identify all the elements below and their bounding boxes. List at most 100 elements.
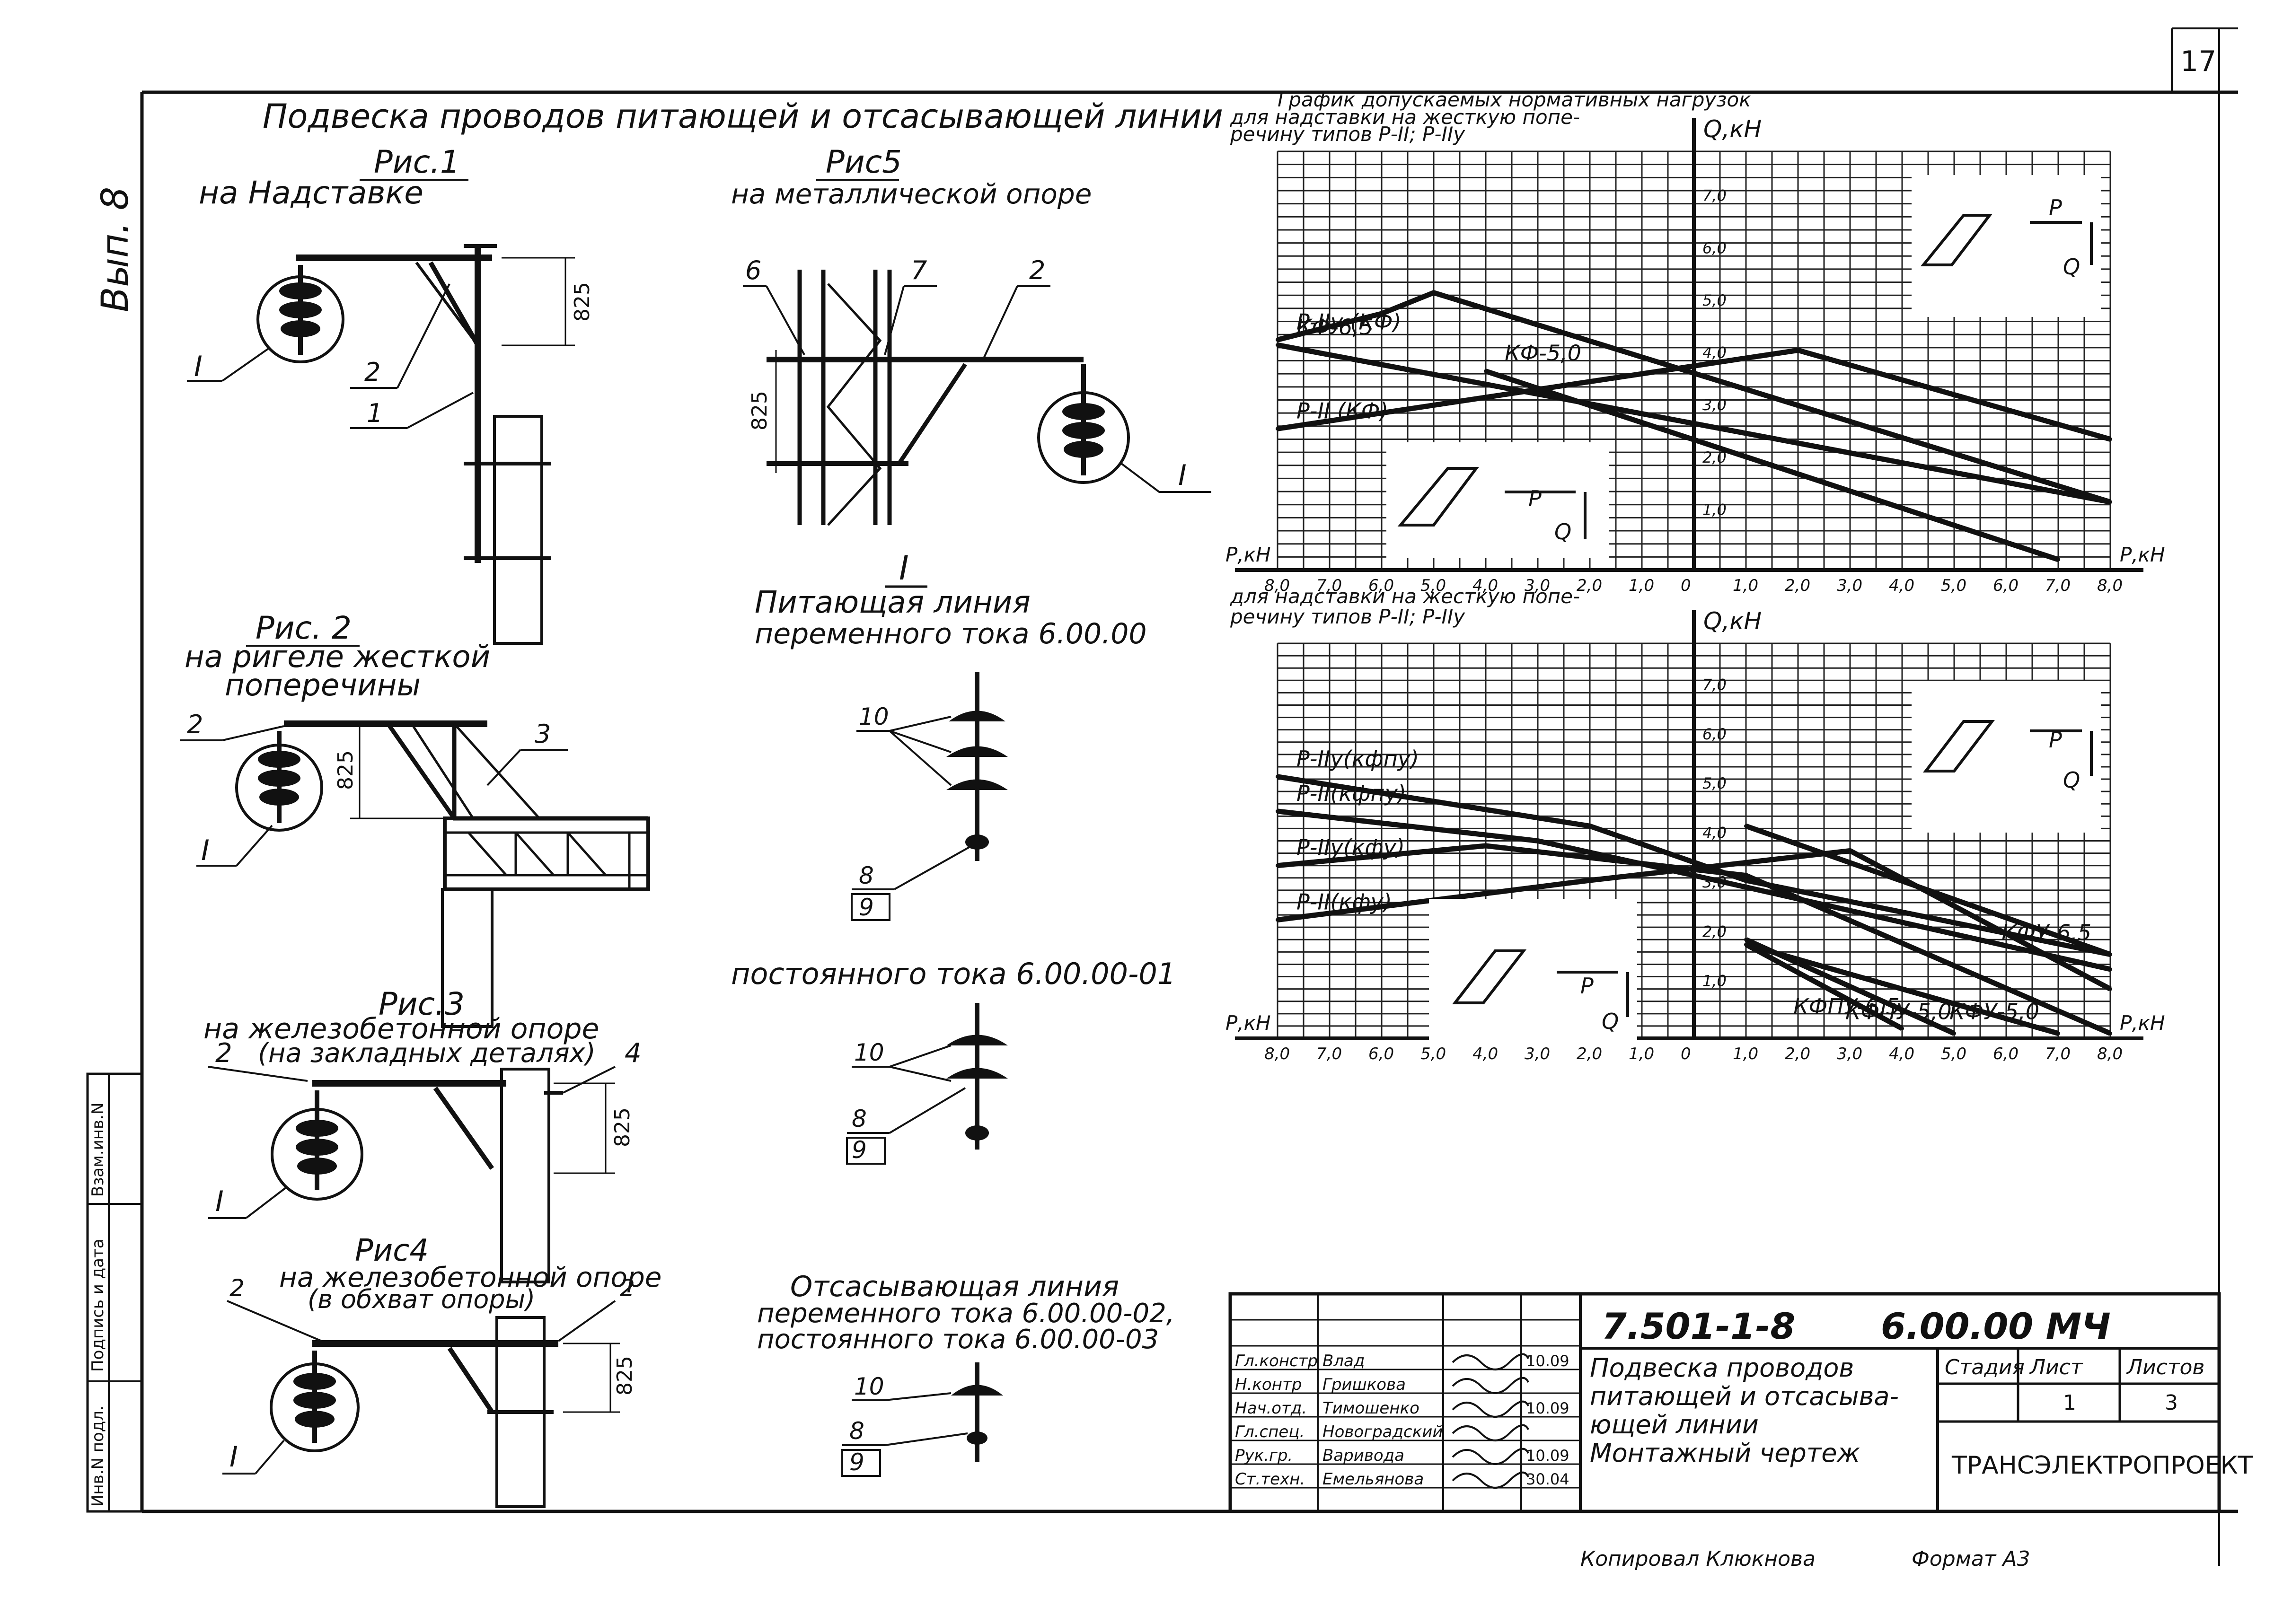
tb-row-signature [1452,1353,1529,1370]
chart-bottom-data-point [1744,824,1748,828]
chart-bottom-title2: речину типов Р-II; Р-IIу [1230,605,1465,628]
figure-2: Рис. 2 на ригеле жесткой поперечины 825 [180,610,650,1028]
ac-label-9: 9 [859,894,874,921]
fig3-subtitle2: (на закладных деталях) [258,1038,596,1069]
tb-row-name: Варивода [1322,1446,1404,1465]
chart-top-series-line [1277,290,2111,505]
tb-row-name: Новоградский [1322,1422,1443,1441]
chart-bottom-x-tick: 2,0 [1785,1045,1810,1063]
fig2-label-2: 2 [187,710,203,739]
chart-bottom-data-point [1692,873,1696,878]
chart-bottom-data-point [1848,849,1852,853]
tb-doc: 6.00.00 МЧ [1881,1305,2111,1347]
header-title: Подвеска проводов питающей и отсасывающе… [263,97,1223,136]
footer-copied: Копировал Клюкнова [1580,1547,1816,1571]
fig4-caption: Рис4 [355,1233,429,1268]
tb-name4: Монтажный чертеж [1590,1438,1860,1468]
tb-row-name: Гришкова [1322,1375,1406,1394]
force-inset-bottom-left: Р Q [1429,899,1637,1041]
tb-row-role: Нач.отд. [1235,1399,1307,1418]
chart-bottom-series-label: Р-II(кфу) [1296,889,1392,915]
chart-bottom-x-tick: 7,0 [1316,1045,1342,1063]
chart-bottom-y-tick: 6,0 [1702,725,1727,743]
chart-bottom-x-tick: 5,0 [1941,1045,1966,1063]
chart-bottom-series-line [1745,942,1904,1031]
tb-row-role: Гл.констр [1235,1352,1318,1370]
tb-row-name: Емельянова [1322,1470,1424,1489]
tb-code: 7.501-1-8 [1602,1305,1795,1347]
side-stamp-c2: Подпись и дата [88,1238,107,1372]
chart-bottom-x-tick: 6,0 [1368,1045,1394,1063]
side-stamp-c1: Взам.инв.N [88,1103,107,1197]
inset-br-p: Р [2049,727,2062,753]
fig5-label-2: 2 [1029,255,1045,285]
chart-bottom-x-tick: 3,0 [1837,1045,1862,1063]
chart-bottom-series-label: КФУ-6,5 [2001,920,2091,946]
chart-top-data-point [1484,369,1488,373]
chart-bottom-x-tick: 8,0 [1264,1045,1290,1063]
chart-top-series-label: Р-IIу (КФ) [1296,309,1401,334]
fig1-dim: 825 [570,282,594,322]
chart-top-title2: для надставки на жесткую попе- [1230,105,1580,129]
chart-top-data-point [1276,338,1279,342]
tb-row-signature [1452,1448,1529,1465]
chart-bottom-data-point [1588,878,1592,882]
chart-bottom-data-point [2108,1031,2112,1036]
detail-ac-title2: переменного тока 6.00.00 [755,617,1147,650]
chart-bottom-y-tick: 4,0 [1702,824,1727,842]
fig1-label-I: I [194,350,203,383]
chart-bottom-x-tick: 7,0 [2045,1045,2071,1063]
chart-bottom-title1: для надставки на жесткую попе- [1230,585,1580,608]
chart-top-x-tick: 7,0 [2045,576,2071,595]
chart-top-x-tick: 4,0 [1472,576,1498,595]
chart-bottom-data-point [1276,809,1279,813]
chart-top-x-tick: 6,0 [1993,576,2019,595]
chart-bottom-series-label: КФПУ-6,5 [1793,994,1900,1019]
chart-top-x-tick: 5,0 [1420,576,1446,595]
chart-bottom-series-label: Р-IIу(кфпу) [1296,746,1419,772]
dc-label-9: 9 [852,1136,867,1164]
chart-bottom-x-tick: 1,0 [1629,1045,1654,1063]
chart-bottom-y-tick: 2,0 [1702,922,1727,940]
footer-format: Формат А3 [1912,1547,2030,1571]
fig3-subtitle1: на железобетонной опоре [203,1012,599,1045]
chart-bottom-data-point [1276,863,1279,868]
tb-row-role: Ст.техн. [1235,1470,1305,1489]
detail-ret-title2: переменного тока 6.00.00-02, [757,1298,1175,1329]
chart-bottom-data-point [1744,942,1748,947]
tb-sheets-value: 3 [2165,1391,2178,1415]
chart-top-xlabel-right: Р,кН [2120,543,2165,566]
fig2-subtitle2: поперечины [225,668,421,703]
chart-top-xlabel-left: Р,кН [1225,543,1271,566]
fig1-label-1: 1 [367,398,383,428]
tb-sheet-value: 1 [2063,1391,2076,1415]
fig1-label-2: 2 [364,357,380,387]
inset-bl-q: Q [1602,1009,1619,1034]
chart-bottom-x-tick: 4,0 [1889,1045,1914,1063]
chart-bottom-series-label: КФПУ-5,0 [1845,999,1952,1025]
fig5-label-6: 6 [745,255,761,285]
chart-bottom-x-tick: 4,0 [1472,1045,1498,1063]
chart-top-x-tick: 2,0 [1577,576,1602,595]
chart-top-y-tick: 7,0 [1702,187,1727,205]
chart-top-x-tick: 7,0 [1316,576,1342,595]
tb-name1: Подвеска проводов [1590,1353,1854,1383]
chart-top-series-line [1485,369,2059,562]
figure-4: Рис4 на железобетонной опоре (в обхват о… [222,1233,662,1508]
ret-label-9: 9 [849,1448,864,1476]
detail-roman: I [899,549,909,588]
chart-top-y-tick: 1,0 [1702,500,1727,518]
chart-bottom-x-tick: 1,0 [1733,1045,1758,1063]
chart-top-x-tick: 1,0 [1629,576,1654,595]
chart-bottom-data-point [2108,987,2112,991]
chart-top-data-point [1276,343,1279,347]
force-inset-bottom-right: Р Q [1912,681,2101,833]
chart-bottom-data-point [1484,843,1488,848]
tb-name2: питающей и отсасыва- [1590,1381,1899,1411]
fig1-caption: Рис.1 [374,144,460,180]
force-inset-top-right: Р Q [1912,175,2101,317]
chart-bottom-series-line [1277,774,2111,957]
chart-bottom-data-point [1276,918,1279,922]
tb-row-date: 10.09 [1526,1447,1569,1465]
